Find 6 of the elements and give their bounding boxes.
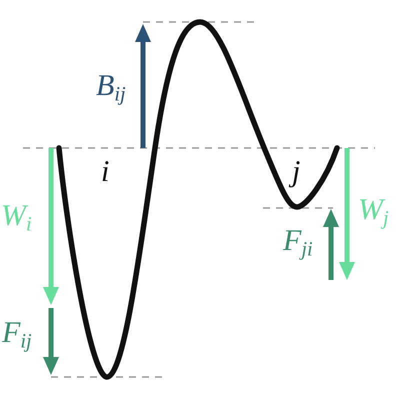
variable-label: B$_{ij}$ [96, 71, 127, 107]
variable-label: W$_{j}$ [358, 195, 390, 231]
variable-label: F$_{ji}$ [283, 226, 314, 262]
state-label: i [101, 157, 110, 190]
variable-label: W$_{i}$ [1, 201, 33, 237]
variable-label: F$_{ij}$ [2, 318, 33, 354]
